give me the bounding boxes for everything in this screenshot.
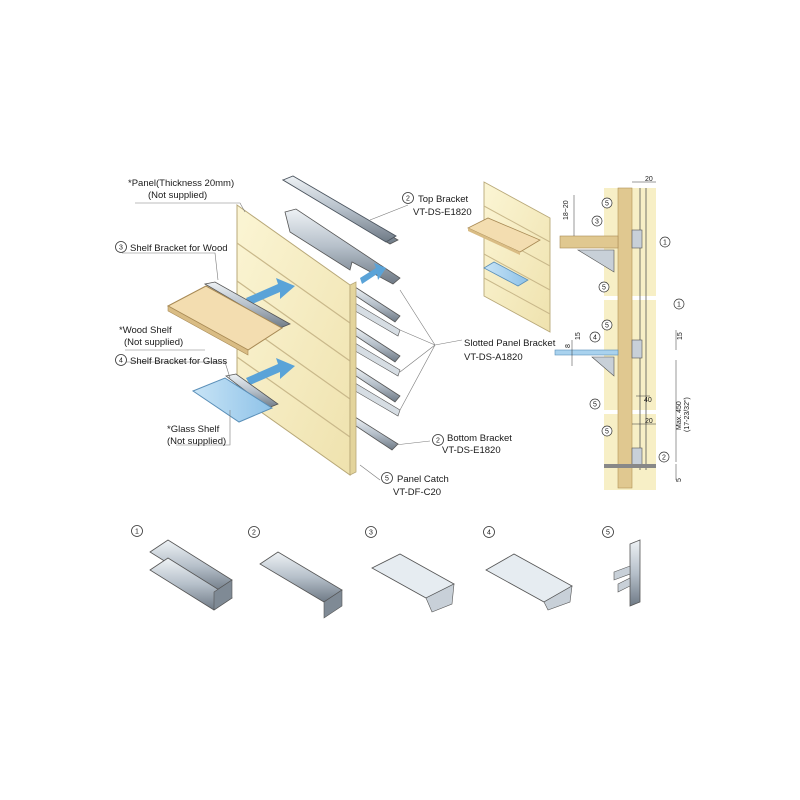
callout-panel: *Panel(Thickness 20mm) (Not supplied) <box>128 178 234 201</box>
top-bracket-part <box>281 175 397 243</box>
svg-text:(Not supplied): (Not supplied) <box>167 436 226 447</box>
part-5: 5 <box>602 526 641 607</box>
part-1: 1 <box>131 525 233 611</box>
svg-text:5: 5 <box>602 285 606 292</box>
glass-shelf <box>191 377 274 423</box>
svg-text:3: 3 <box>369 530 373 537</box>
svg-text:VT-DS-A1820: VT-DS-A1820 <box>464 352 523 363</box>
arrow-glass-shelf <box>246 358 295 385</box>
svg-text:Panel Catch: Panel Catch <box>397 474 449 485</box>
svg-text:20: 20 <box>645 418 653 425</box>
svg-text:8: 8 <box>565 344 572 348</box>
part-4: 4 <box>483 526 573 611</box>
svg-text:2: 2 <box>662 455 666 462</box>
svg-text:5: 5 <box>593 402 597 409</box>
callout-panel-catch: 5 Panel Catch VT-DF-C20 <box>381 472 449 498</box>
svg-text:3: 3 <box>119 245 123 252</box>
svg-text:3: 3 <box>595 219 599 226</box>
callout-shelf-bracket-wood: 3 Shelf Bracket for Wood <box>115 241 228 254</box>
svg-text:VT-DF-C20: VT-DF-C20 <box>393 487 441 498</box>
part-3: 3 <box>365 526 455 613</box>
svg-text:5: 5 <box>676 478 683 482</box>
svg-text:15: 15 <box>575 332 582 340</box>
svg-text:1: 1 <box>135 529 139 536</box>
callout-bottom-bracket: 2 Bottom Bracket VT-DS-E1820 <box>432 433 512 456</box>
svg-text:1: 1 <box>677 302 681 309</box>
svg-text:40: 40 <box>644 397 652 404</box>
svg-text:Shelf Bracket for Wood: Shelf Bracket for Wood <box>130 243 228 254</box>
svg-text:Bottom Bracket: Bottom Bracket <box>447 433 512 444</box>
svg-text:5: 5 <box>385 476 389 483</box>
svg-text:Top Bracket: Top Bracket <box>418 194 469 205</box>
svg-text:(Not supplied): (Not supplied) <box>148 190 207 201</box>
svg-text:5: 5 <box>605 429 609 436</box>
svg-text:Max. 450: Max. 450 <box>676 401 683 430</box>
svg-text:4: 4 <box>593 335 597 342</box>
svg-text:5: 5 <box>605 201 609 208</box>
svg-text:(17-23/32"): (17-23/32") <box>684 397 691 432</box>
svg-text:20: 20 <box>645 176 653 183</box>
assembled-view <box>467 181 551 333</box>
svg-text:*Wood Shelf: *Wood Shelf <box>119 325 172 336</box>
callout-glass-shelf: *Glass Shelf (Not supplied) <box>167 424 226 447</box>
callout-top-bracket: 2 Top Bracket VT-DS-E1820 <box>402 192 472 218</box>
callout-wood-shelf: *Wood Shelf (Not supplied) <box>119 325 183 348</box>
exploded-assembly <box>166 175 401 476</box>
svg-text:VT-DS-E1820: VT-DS-E1820 <box>442 445 501 456</box>
svg-text:(Not supplied): (Not supplied) <box>124 337 183 348</box>
section-view: 20 18~20 15 8 15 40 Max. 450 (17-23/32")… <box>554 176 691 490</box>
svg-text:Shelf Bracket for Glass: Shelf Bracket for Glass <box>130 356 227 367</box>
svg-text:2: 2 <box>252 530 256 537</box>
callout-slotted-panel: Slotted Panel Bracket VT-DS-A1820 <box>464 338 556 363</box>
callout-shelf-bracket-glass: 4 Shelf Bracket for Glass <box>115 354 227 367</box>
svg-text:*Panel(Thickness 20mm): *Panel(Thickness 20mm) <box>128 178 234 189</box>
svg-text:15: 15 <box>677 332 684 340</box>
arrow-upper-panel <box>360 263 386 284</box>
svg-text:2: 2 <box>406 196 410 203</box>
svg-text:4: 4 <box>119 358 123 365</box>
svg-text:1: 1 <box>663 240 667 247</box>
svg-text:5: 5 <box>606 530 610 537</box>
leader-lines <box>122 202 463 481</box>
svg-text:Slotted Panel Bracket: Slotted Panel Bracket <box>464 338 556 349</box>
svg-text:4: 4 <box>487 530 491 537</box>
arrow-wood-shelf <box>246 278 295 305</box>
parts-row: 1 2 3 4 5 <box>131 525 641 619</box>
part-2: 2 <box>248 526 343 619</box>
svg-text:VT-DS-E1820: VT-DS-E1820 <box>413 207 472 218</box>
svg-text:5: 5 <box>605 323 609 330</box>
svg-text:*Glass Shelf: *Glass Shelf <box>167 424 220 435</box>
svg-text:18~20: 18~20 <box>563 200 570 220</box>
svg-text:2: 2 <box>436 438 440 445</box>
